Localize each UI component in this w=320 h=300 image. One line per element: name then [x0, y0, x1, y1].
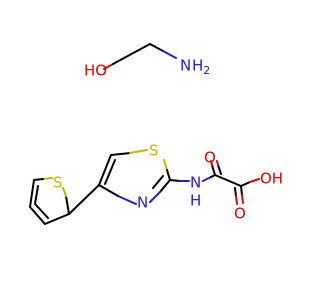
bond-o-c1-half	[112, 57, 125, 65]
bond-c2-n-half	[149, 43, 164, 52]
bond-th-c4-c3-double	[35, 204, 49, 219]
bond-o-c1	[103, 63, 114, 70]
bond-tz-s-c2	[163, 159, 168, 171]
bond-co2-double-half	[234, 187, 237, 197]
bond-co1	[210, 160, 213, 166]
bond-tz-s-c2-half	[166, 169, 171, 181]
bond-th-c2-s	[62, 187, 67, 197]
bond-co1-half	[211, 164, 216, 176]
bond-tz-c4-c5-double	[104, 159, 116, 185]
thiophene-ring: S	[29, 174, 70, 225]
bond-tz-c2-n	[149, 191, 161, 203]
bond-tz-n-c4-half	[98, 184, 119, 197]
amide-h-label: H	[190, 192, 201, 210]
bond-co2	[241, 194, 244, 204]
bond-th-s-c5-half	[33, 178, 44, 181]
bond-th-c3-c2	[44, 213, 70, 225]
amine-h2-label: H2	[192, 57, 210, 78]
bond-nh-c	[202, 176, 212, 182]
bond-c-oh-half	[240, 181, 251, 187]
bond-tz-c2-n-half	[159, 179, 171, 193]
bond-th-c4-c3	[29, 206, 46, 225]
bond-thiophene-thiazole	[68, 184, 100, 215]
acid-hydroxyl-label: OH	[260, 170, 283, 188]
bond-tz-c5-s-half	[110, 152, 131, 156]
thiophene-sulfur-label: S	[53, 174, 63, 192]
amine-n-label: N	[180, 57, 191, 75]
thiazole-ring: S N	[98, 142, 171, 212]
bond-tz-n-c4	[117, 195, 137, 205]
thiazole-nitrogen-label: N	[137, 194, 148, 212]
bond-c1-c2	[123, 43, 151, 59]
bond-c-oh	[249, 178, 260, 183]
amide-n-label: N	[190, 174, 201, 192]
ethanolamine-group: HO N H2	[84, 43, 210, 80]
bond-c2-nh-half	[169, 179, 181, 182]
bond-tz-c4-c5	[98, 154, 112, 186]
bond-co1-double-half	[217, 164, 222, 175]
bond-co1-double	[216, 160, 219, 166]
bond-co2-half	[240, 185, 243, 196]
bond-th-c2-s-half	[65, 195, 70, 215]
bond-th-c5-c4	[29, 179, 35, 208]
bond-tz-c5-s	[129, 149, 148, 154]
carbonyl-oxygen-2-label: O	[234, 205, 246, 223]
molecule-canvas: HO N H2 S S N	[29, 43, 284, 225]
oxamic-acid-group: N H O OH O	[169, 149, 283, 223]
structure-drawing: HO N H2 S S N	[29, 43, 283, 225]
thiazole-sulfur-label: S	[149, 142, 159, 160]
bond-tz-c2-n-double	[152, 175, 164, 189]
carbonyl-oxygen-1-label: O	[204, 149, 216, 167]
bond-c-c	[214, 174, 242, 187]
bond-th-s-c5	[42, 177, 53, 180]
bond-co2-double	[235, 195, 238, 205]
bond-c2-n	[162, 50, 177, 59]
hydroxyl-label: HO	[84, 62, 107, 80]
bond-th-double-inner	[34, 185, 39, 205]
